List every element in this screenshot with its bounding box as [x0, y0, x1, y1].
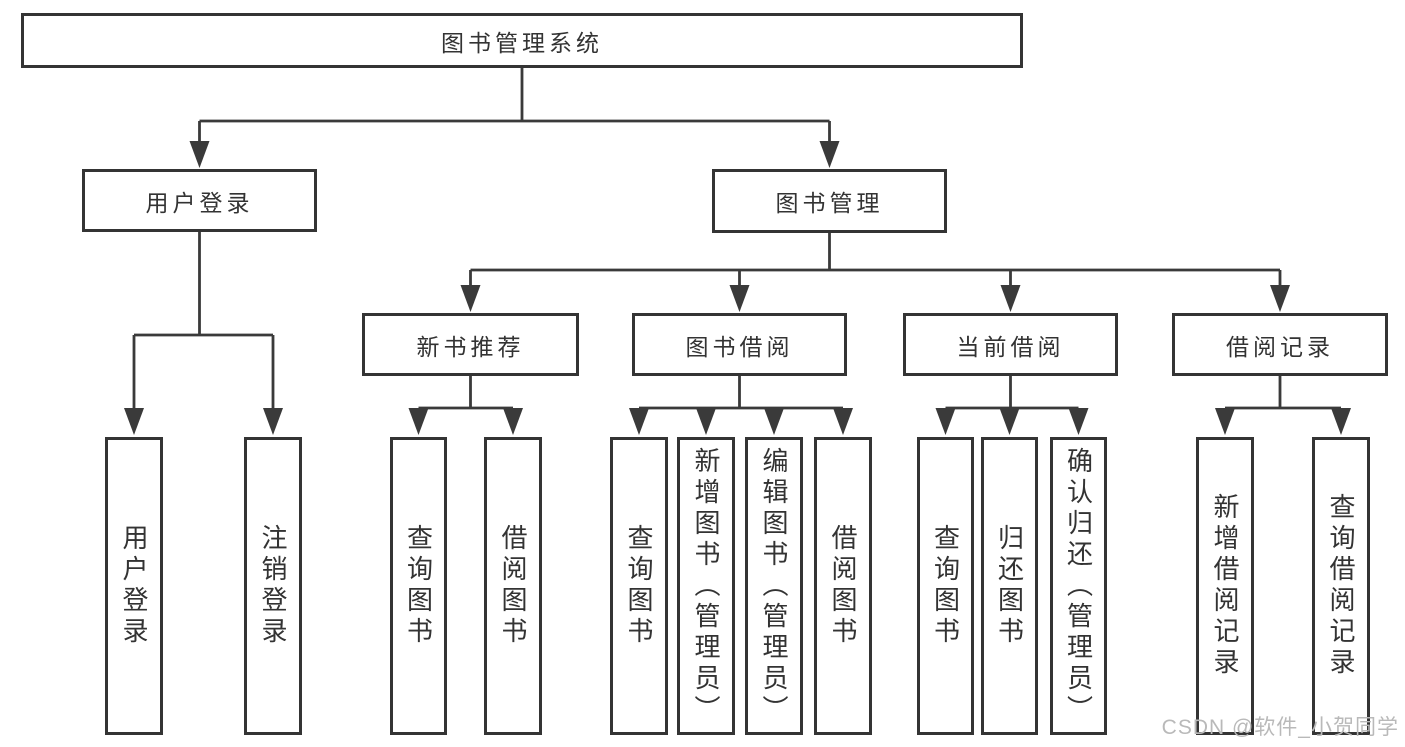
node-book-borrowing-label: 图书借阅 — [685, 333, 794, 360]
leaf-query-books-borrowing-label: 查询图书 — [624, 524, 654, 648]
node-book-borrowing: 图书借阅 — [632, 313, 847, 376]
leaf-query-books-current-label: 查询图书 — [930, 524, 961, 648]
leaf-query-books-recommend: 查询图书 — [390, 437, 447, 735]
node-borrowing-records-label: 借阅记录 — [1226, 333, 1334, 360]
leaf-borrow-books-borrowing: 借阅图书 — [814, 437, 872, 735]
node-borrowing-records: 借阅记录 — [1172, 313, 1388, 376]
leaf-logout: 注销登录 — [244, 437, 302, 735]
leaf-borrow-books-recommend: 借阅图书 — [484, 437, 542, 735]
leaf-add-books-admin: 新增图书（管理员） — [677, 437, 735, 735]
connector-current-borrowing-children — [935, 376, 1089, 435]
node-current-borrowing-label: 当前借阅 — [956, 333, 1065, 360]
leaf-return-books: 归还图书 — [981, 437, 1038, 735]
node-new-book-recommend: 新书推荐 — [362, 313, 579, 376]
leaf-query-borrow-record-label: 查询借阅记录 — [1326, 493, 1356, 679]
connector-user-login-children — [124, 232, 283, 435]
leaf-edit-books-admin-label: 编辑图书（管理员） — [759, 446, 789, 726]
leaf-user-login: 用户登录 — [105, 437, 163, 735]
leaf-add-borrow-record-label: 新增借阅记录 — [1210, 493, 1240, 679]
connector-book-management-children — [460, 232, 1290, 312]
node-current-borrowing: 当前借阅 — [903, 313, 1118, 376]
leaf-confirm-return-admin: 确认归还（管理员） — [1050, 437, 1107, 735]
leaf-borrow-books-borrowing-label: 借阅图书 — [828, 524, 858, 648]
node-user-login: 用户登录 — [82, 169, 317, 232]
connector-book-borrowing-children — [629, 376, 853, 435]
connector-borrowing-records-children — [1215, 376, 1351, 435]
leaf-add-borrow-record: 新增借阅记录 — [1196, 437, 1254, 735]
leaf-query-borrow-record: 查询借阅记录 — [1312, 437, 1370, 735]
node-book-system-root: 图书管理系统 — [21, 13, 1023, 68]
leaf-query-books-current: 查询图书 — [917, 437, 974, 735]
csdn-watermark: CSDN @软件_小贺同学 — [1161, 716, 1399, 739]
node-book-system-root-label: 图书管理系统 — [441, 29, 603, 56]
node-book-management-label: 图书管理 — [775, 190, 884, 216]
connector-root-to-level2 — [189, 68, 840, 168]
leaf-confirm-return-admin-label: 确认归还（管理员） — [1063, 446, 1094, 726]
node-new-book-recommend-label: 新书推荐 — [416, 333, 525, 360]
leaf-query-books-borrowing: 查询图书 — [610, 437, 668, 735]
leaf-logout-label: 注销登录 — [258, 524, 288, 648]
node-user-login-label: 用户登录 — [145, 189, 254, 216]
leaf-borrow-books-recommend-label: 借阅图书 — [498, 524, 528, 648]
leaf-edit-books-admin: 编辑图书（管理员） — [745, 437, 803, 735]
leaf-return-books-label: 归还图书 — [994, 524, 1025, 648]
leaf-query-books-recommend-label: 查询图书 — [403, 524, 434, 648]
node-book-management: 图书管理 — [712, 169, 947, 233]
leaf-user-login-label: 用户登录 — [119, 524, 149, 648]
connector-new-book-recommend-children — [408, 376, 523, 435]
leaf-add-books-admin-label: 新增图书（管理员） — [691, 446, 721, 726]
